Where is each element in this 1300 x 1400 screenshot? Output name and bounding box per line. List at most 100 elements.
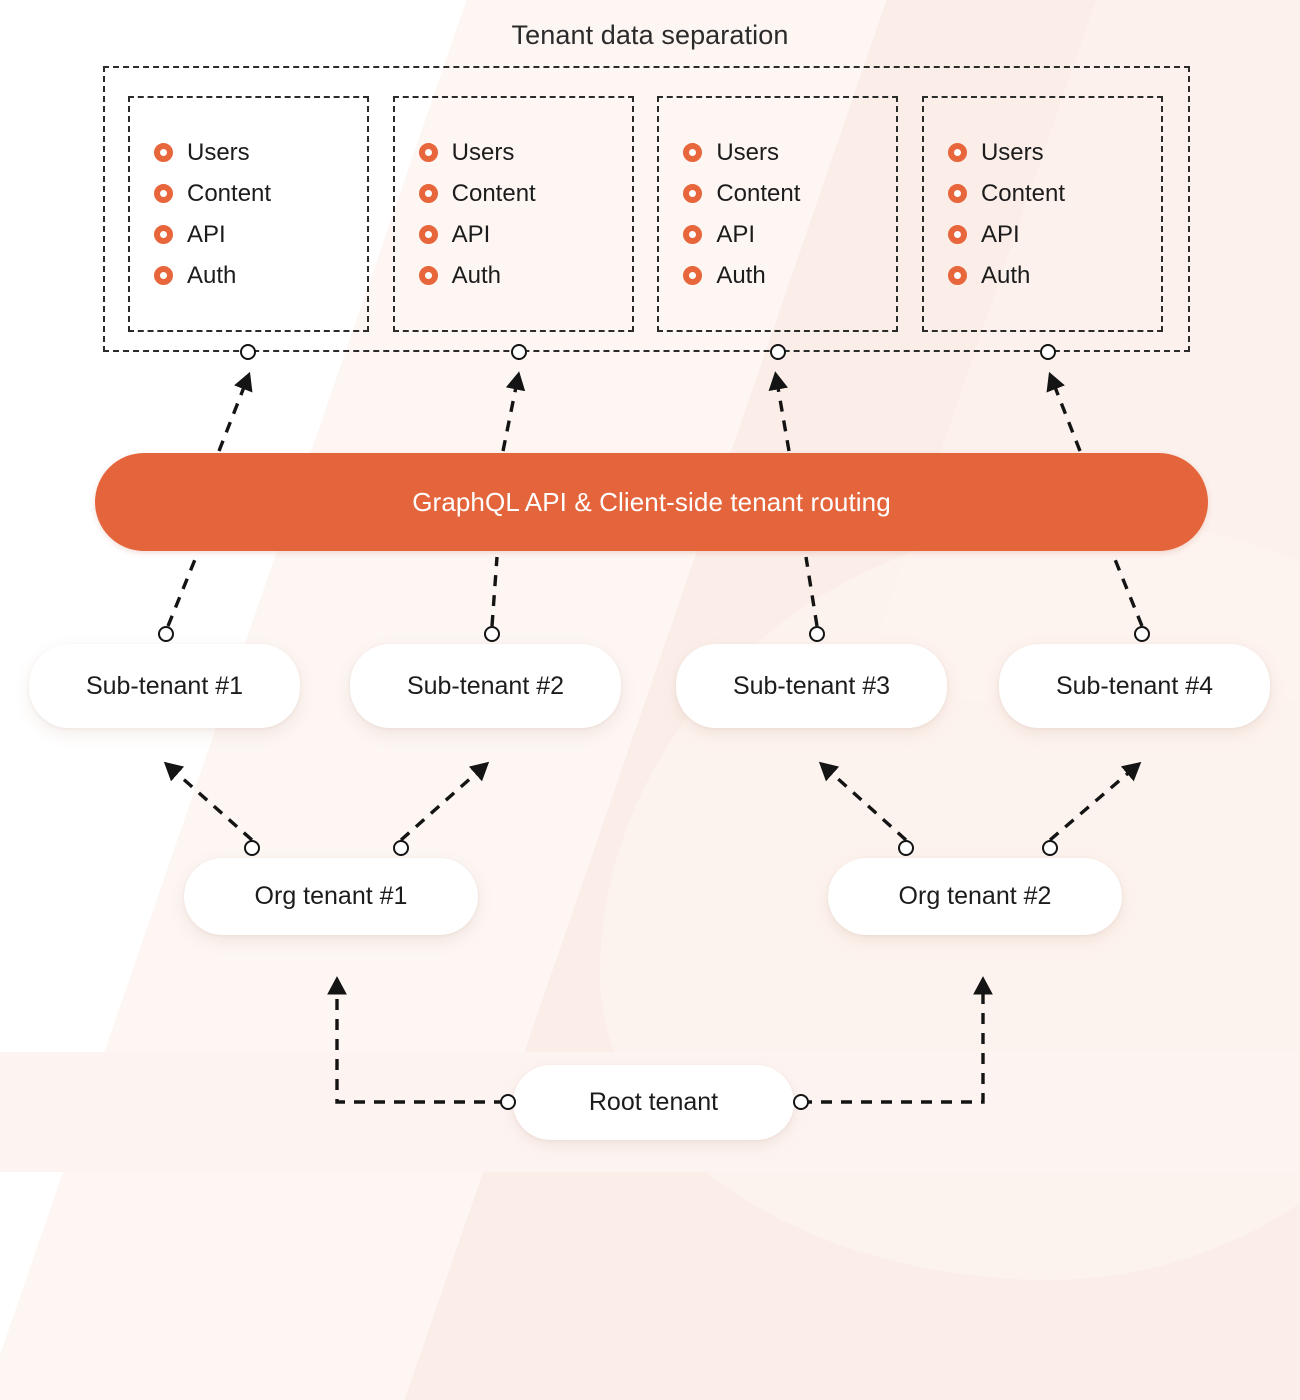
node-org-tenant-2[interactable]: Org tenant #2	[828, 858, 1122, 935]
node-label: Sub-tenant #1	[85, 671, 244, 700]
ring-icon	[947, 143, 967, 162]
port-org-tenant-1-right[interactable]	[393, 840, 409, 856]
tenant-item-label: API	[187, 220, 226, 248]
node-label: Org tenant #2	[898, 882, 1052, 910]
edge-api-to-box3	[768, 371, 791, 452]
node-sub-tenant-4[interactable]: Sub-tenant #4	[999, 644, 1270, 728]
ring-icon	[947, 184, 967, 203]
tenant-item-label: Content	[451, 179, 536, 207]
edge-org2-to-sub4	[1048, 761, 1142, 842]
port-org-tenant-1-left[interactable]	[244, 840, 260, 856]
edge-org1-to-sub1	[163, 761, 254, 842]
tenant-item-label: API	[451, 220, 491, 248]
tenant-item-label: Content	[980, 179, 1066, 207]
tenant-item: Users	[947, 138, 1161, 166]
ring-icon	[418, 184, 438, 203]
tenant-box-group: Users Content API Auth Users Conte	[128, 96, 1163, 332]
edge-sub2-to-api	[490, 556, 499, 627]
tenant-item: Auth	[154, 261, 367, 289]
node-root-tenant[interactable]: Root tenant	[513, 1065, 794, 1140]
ring-icon	[947, 266, 967, 285]
api-band-label: GraphQL API & Client-side tenant routing	[412, 486, 891, 517]
tenant-item-label: Auth	[980, 261, 1031, 289]
tenant-item: Auth	[418, 261, 632, 289]
tenant-item: Auth	[683, 261, 896, 289]
tenant-item: Auth	[947, 261, 1161, 289]
tenant-item-label: Users	[451, 138, 515, 166]
connector-layer	[163, 371, 1144, 1104]
edge-root-to-org1	[327, 976, 505, 1104]
node-label: Sub-tenant #3	[732, 671, 891, 700]
edge-root-to-org2	[801, 976, 993, 1104]
ring-icon	[683, 184, 703, 203]
graphql-api-band[interactable]: GraphQL API & Client-side tenant routing	[95, 453, 1208, 551]
tenant-item: API	[418, 220, 632, 248]
edge-sub4-to-api	[1112, 556, 1144, 627]
tenant-item-label: Auth	[451, 261, 502, 289]
tenant-item-label: API	[980, 220, 1020, 248]
tenant-item-label: Auth	[716, 261, 766, 289]
ring-icon	[683, 143, 703, 162]
port-tenant-box-3[interactable]	[770, 344, 786, 360]
edge-org2-to-sub3	[818, 761, 908, 842]
node-label: Root tenant	[588, 1088, 719, 1116]
edge-sub1-to-api	[166, 556, 198, 627]
page-title: Tenant data separation	[511, 20, 789, 50]
port-sub-tenant-1[interactable]	[158, 626, 174, 642]
tenant-item: Content	[418, 179, 632, 207]
port-sub-tenant-3[interactable]	[809, 626, 825, 642]
edge-api-to-box2	[501, 371, 526, 452]
tenant-item: Users	[154, 138, 367, 166]
port-root-tenant-left[interactable]	[500, 1094, 516, 1110]
node-label: Sub-tenant #4	[1055, 671, 1214, 700]
tenant-item: API	[154, 220, 367, 248]
tenant-item: API	[947, 220, 1161, 248]
tenant-item: Content	[947, 179, 1161, 207]
port-tenant-box-4[interactable]	[1040, 344, 1056, 360]
node-sub-tenant-1[interactable]: Sub-tenant #1	[29, 644, 300, 728]
tenant-box-4[interactable]: Users Content API Auth	[921, 96, 1163, 332]
port-tenant-box-1[interactable]	[240, 344, 256, 360]
node-org-tenant-1[interactable]: Org tenant #1	[184, 858, 478, 935]
tenant-item: API	[683, 220, 896, 248]
tenant-item-label: Content	[716, 179, 801, 207]
tenant-item-label: Users	[980, 138, 1044, 166]
port-sub-tenant-4[interactable]	[1134, 626, 1150, 642]
tenant-item-label: Auth	[187, 261, 237, 289]
tenant-item-label: Users	[187, 138, 250, 166]
edge-api-to-box4	[1046, 371, 1082, 452]
ring-icon	[683, 266, 703, 285]
tenant-item: Content	[154, 179, 367, 207]
port-sub-tenant-2[interactable]	[484, 626, 500, 642]
node-sub-tenant-2[interactable]: Sub-tenant #2	[350, 644, 621, 728]
node-label: Sub-tenant #2	[406, 671, 565, 700]
port-org-tenant-2-left[interactable]	[898, 840, 914, 856]
ring-icon	[154, 266, 173, 285]
node-sub-tenant-3[interactable]: Sub-tenant #3	[676, 644, 947, 728]
ring-icon	[154, 184, 173, 203]
tenant-item: Users	[418, 138, 632, 166]
ring-icon	[418, 143, 438, 162]
port-org-tenant-2-right[interactable]	[1042, 840, 1058, 856]
diagram-canvas: Tenant data separation	[0, 0, 1270, 1380]
ring-icon	[947, 225, 967, 244]
tenant-box-2[interactable]: Users Content API Auth	[392, 96, 634, 332]
tenant-item: Users	[683, 138, 896, 166]
tenant-item-label: API	[716, 220, 755, 248]
tenant-item-label: Users	[716, 138, 779, 166]
node-label: Org tenant #1	[254, 882, 408, 910]
edge-api-to-box1	[217, 371, 253, 452]
port-root-tenant-right[interactable]	[793, 1094, 809, 1110]
ring-icon	[683, 225, 703, 244]
ring-icon	[418, 266, 438, 285]
port-tenant-box-2[interactable]	[511, 344, 527, 360]
ring-icon	[418, 225, 438, 244]
tenant-box-1[interactable]: Users Content API Auth	[128, 96, 369, 332]
tenant-item-label: Content	[187, 179, 272, 207]
tenant-box-3[interactable]: Users Content API Auth	[657, 96, 899, 332]
tenant-data-separation-container	[103, 66, 1190, 352]
ring-icon	[154, 225, 173, 244]
ring-icon	[154, 143, 173, 162]
edge-sub3-to-api	[804, 556, 819, 627]
tenant-item: Content	[683, 179, 896, 207]
